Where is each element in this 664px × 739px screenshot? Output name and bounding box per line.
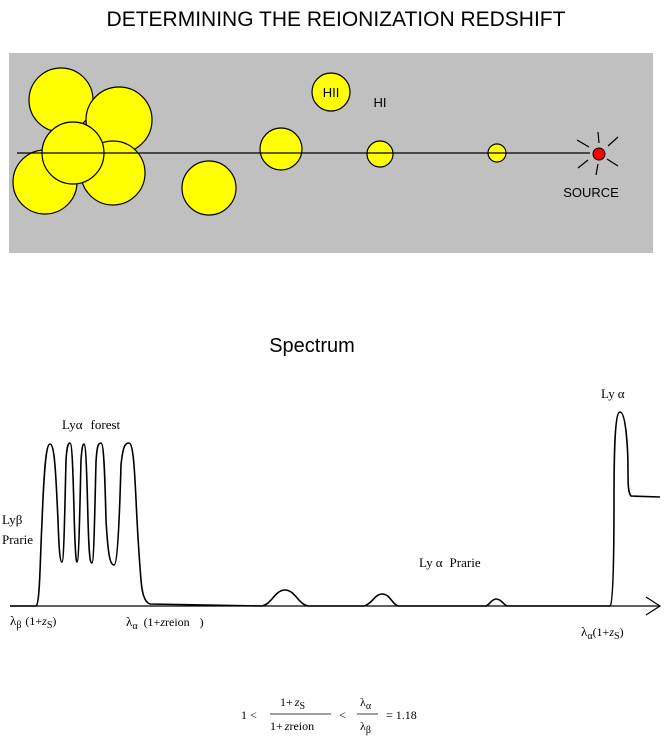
hii-bubble bbox=[181, 160, 237, 216]
ionization-panel: HII HI SOURCE bbox=[9, 53, 653, 253]
hii-bubble-labeled bbox=[311, 72, 351, 112]
equation-denominator: 1+zreion bbox=[270, 719, 314, 733]
source-icon bbox=[592, 147, 606, 161]
lambda-alpha-s-label: λα(1+zS) bbox=[581, 624, 624, 642]
lambda-beta-label: λβ(1+zS) bbox=[10, 613, 56, 631]
equation-less-than: < bbox=[339, 708, 346, 722]
diagram-title: DETERMINING THE REIONIZATION REDSHIFT bbox=[107, 8, 566, 31]
lyb-prarie-word: Prarie bbox=[2, 532, 33, 547]
hii-bubble bbox=[28, 67, 94, 133]
lyb-prarie-label: Lyβ bbox=[2, 512, 23, 527]
hii-bubble bbox=[366, 140, 394, 168]
source-label: SOURCE bbox=[563, 185, 619, 200]
lambda-alpha-reion-label: λα(1+zreion) bbox=[126, 614, 204, 632]
ratio-equation: 1 < 1+zS 1+zreion < λα λβ = 1.18 bbox=[241, 695, 417, 736]
hii-bubble bbox=[259, 127, 303, 171]
ratio-denominator: λβ bbox=[360, 719, 371, 736]
equation-rhs: = 1.18 bbox=[386, 708, 417, 722]
equation-numerator: 1+zS bbox=[280, 695, 305, 712]
hii-label: HII bbox=[323, 85, 340, 100]
equation-lhs: 1 < bbox=[241, 708, 257, 722]
spectrum-curve bbox=[10, 411, 661, 607]
axis-arrow-icon bbox=[645, 596, 662, 616]
source-rays bbox=[576, 131, 619, 176]
hi-label: HI bbox=[374, 95, 387, 110]
spectrum-title: Spectrum bbox=[269, 335, 355, 357]
ratio-numerator: λα bbox=[360, 695, 372, 712]
